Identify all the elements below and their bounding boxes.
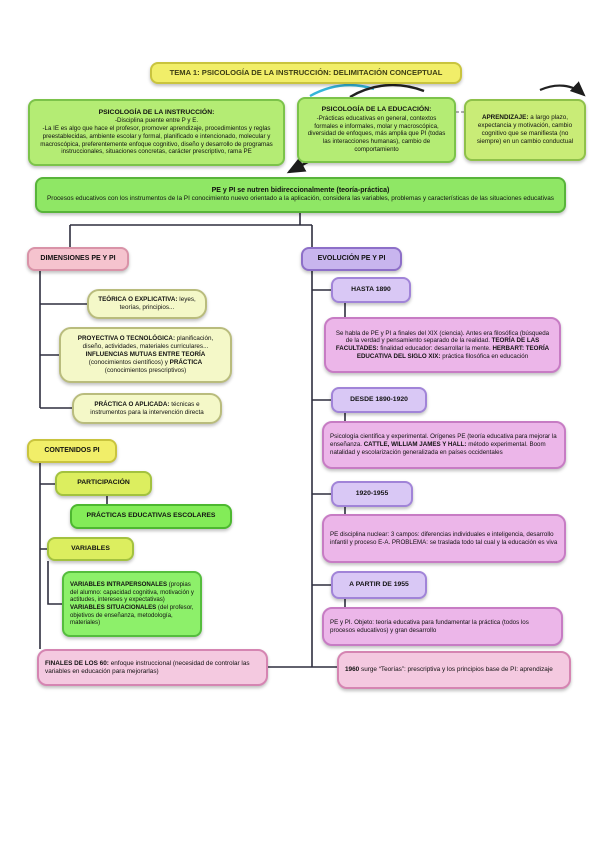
map-title-text: TEMA 1: PSICOLOGÍA DE LA INSTRUCCIÓN: DE… — [169, 68, 443, 78]
evolucion-heading: EVOLUCIÓN PE Y PI — [317, 254, 386, 262]
node-1920-1955: 1920-1955 — [331, 481, 413, 507]
1960-body: surge “Teorías”: prescriptiva y los prin… — [359, 666, 553, 673]
node-psicologia-instruccion: PSICOLOGÍA DE LA INSTRUCCIÓN: -Disciplin… — [28, 99, 285, 166]
practicas-label: PRÁCTICAS EDUCATIVAS ESCOLARES — [86, 512, 216, 520]
a-partir-1955-label: A PARTIR DE 1955 — [349, 580, 409, 588]
proyectiva-text: PROYECTIVA O TECNOLÓGICA: planificación,… — [77, 335, 214, 374]
node-evolucion-header: EVOLUCIÓN PE Y PI — [301, 247, 402, 271]
dimensiones-branches — [39, 271, 87, 409]
proyectiva-lead: PROYECTIVA O TECNOLÓGICA: — [77, 335, 176, 343]
teal-arc — [309, 84, 375, 98]
node-detail-1920-1955: PE disciplina nuclear: 3 campos: diferen… — [322, 514, 566, 563]
node-contenidos-header: CONTENIDOS PI — [27, 439, 117, 463]
aprendizaje-body: a largo plazo, expectancia y motivación,… — [476, 114, 574, 145]
node-practicas-educativas: PRÁCTICAS EDUCATIVAS ESCOLARES — [70, 504, 232, 529]
black-arc — [349, 83, 425, 99]
node-variables: VARIABLES — [47, 537, 134, 561]
node-detail-1890-1920: Psicología científica y experimental. Or… — [322, 421, 566, 469]
detail-hasta-1890-text: Se habla de PE y PI a finales del XIX (c… — [335, 329, 550, 360]
teorica-lead: TEÓRICA O EXPLICATIVA: — [98, 296, 178, 304]
aprendizaje-text: APRENDIZAJE: a largo plazo, expectancia … — [472, 114, 578, 145]
participacion-label: PARTICIPACIÓN — [77, 479, 130, 487]
1920-1955-label: 1920-1955 — [355, 489, 389, 497]
bridge-heading: PE y PI se nutren bidireccionalmente (te… — [211, 186, 390, 194]
detail-1890-1920-text: Psicología científica y experimental. Or… — [330, 433, 557, 456]
desde-1890-1920-label: DESDE 1890-1920 — [350, 395, 408, 403]
variables-detail-text: VARIABLES INTRAPERSONALES (propias del a… — [70, 581, 194, 627]
detail-1920-1955-text: PE disciplina nuclear: 3 campos: diferen… — [330, 530, 558, 546]
teorica-text: TEÓRICA O EXPLICATIVA: leyes, teorías, p… — [95, 296, 199, 312]
1960-lead: 1960 — [345, 666, 360, 673]
contenidos-branches — [39, 463, 108, 649]
node-dimensiones-header: DIMENSIONES PE Y PI — [27, 247, 129, 271]
node-detail-1955: PE y PI. Objeto: teoría educativa para f… — [322, 607, 563, 646]
node-practica-aplicada: PRÁCTICA O APLICADA: técnicas e instrume… — [72, 393, 222, 424]
node-a-partir-1955: A PARTIR DE 1955 — [331, 571, 427, 599]
root-branches — [69, 213, 313, 247]
finales-body: enfoque instruccional (necesidad de cont… — [45, 659, 250, 675]
map-title: TEMA 1: PSICOLOGÍA DE LA INSTRUCCIÓN: DE… — [150, 62, 462, 84]
node-1960: 1960 surge “Teorías”: prescriptiva y los… — [337, 651, 571, 689]
1960-text: 1960 surge “Teorías”: prescriptiva y los… — [345, 666, 563, 674]
node-psicologia-educacion: PSICOLOGÍA DE LA EDUCACIÓN: -Prácticas e… — [297, 97, 456, 163]
node-pe-pi-bridge: PE y PI se nutren bidireccionalmente (te… — [35, 177, 566, 213]
teorica-body: leyes, teorías, principios... — [119, 296, 196, 311]
node-detail-hasta-1890: Se habla de PE y PI a finales del XIX (c… — [324, 317, 561, 373]
dimensiones-heading: DIMENSIONES PE Y PI — [40, 254, 116, 262]
hasta-1890-label: HASTA 1890 — [351, 285, 391, 293]
pi-heading: PSICOLOGÍA DE LA INSTRUCCIÓN: — [98, 108, 215, 116]
pe-body: -Prácticas educativas en general, contex… — [307, 114, 446, 153]
node-finales-60: FINALES DE LOS 60: enfoque instruccional… — [37, 649, 268, 686]
practica-text: PRÁCTICA O APLICADA: técnicas e instrume… — [80, 401, 214, 417]
node-desde-1890-1920: DESDE 1890-1920 — [331, 387, 427, 413]
node-hasta-1890: HASTA 1890 — [331, 277, 411, 303]
finales-lead: FINALES DE LOS 60: — [45, 659, 109, 667]
detail-1955-text: PE y PI. Objeto: teoría educativa para f… — [330, 618, 529, 634]
pe-heading: PSICOLOGÍA DE LA EDUCACIÓN: — [321, 106, 432, 114]
variables-label: VARIABLES — [71, 544, 110, 552]
black-arc-right — [539, 81, 586, 97]
aprendizaje-lead: APRENDIZAJE: — [481, 114, 529, 122]
node-aprendizaje: APRENDIZAJE: a largo plazo, expectancia … — [464, 99, 586, 161]
finales-text: FINALES DE LOS 60: enfoque instruccional… — [45, 660, 260, 676]
node-proyectiva: PROYECTIVA O TECNOLÓGICA: planificación,… — [59, 327, 232, 383]
node-teorica: TEÓRICA O EXPLICATIVA: leyes, teorías, p… — [87, 289, 207, 319]
evolucion-branches — [268, 271, 346, 668]
practica-lead: PRÁCTICA O APLICADA: — [94, 400, 170, 408]
bridge-body: Procesos educativos con los instrumentos… — [47, 195, 554, 203]
node-participacion: PARTICIPACIÓN — [55, 471, 152, 496]
practica-body: técnicas e instrumentos para la interven… — [90, 400, 204, 416]
contenidos-heading: CONTENIDOS PI — [44, 446, 100, 454]
pi-body: -Disciplina puente entre P y E. -La IE e… — [40, 117, 273, 156]
node-variables-detail: VARIABLES INTRAPERSONALES (propias del a… — [62, 571, 202, 637]
